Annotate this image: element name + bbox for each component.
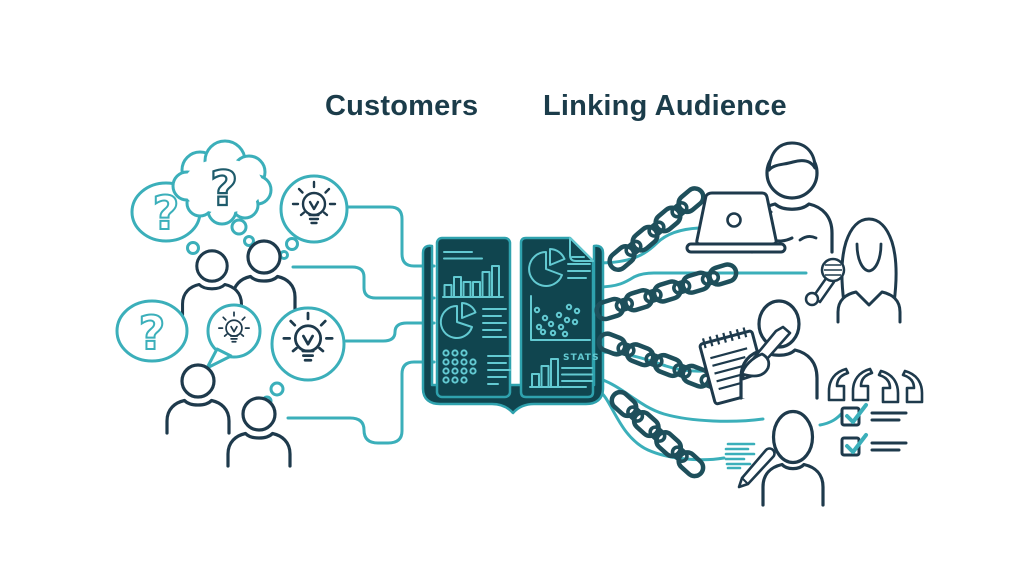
customers-title: Customers xyxy=(325,90,479,122)
note-lines xyxy=(710,347,753,391)
page-fold-corner xyxy=(569,237,594,262)
hair xyxy=(767,141,817,172)
text-lines-icon xyxy=(724,442,756,470)
customer-person-icon xyxy=(165,363,231,435)
chain-link-icon xyxy=(608,389,706,480)
open-report-book-icon: STATS xyxy=(421,236,605,415)
thought-cloud-question-icon: ? xyxy=(171,139,273,247)
check-mark xyxy=(845,433,868,454)
hand xyxy=(798,235,818,242)
hand xyxy=(740,352,771,378)
customer-connector-lines xyxy=(286,205,436,445)
hand xyxy=(804,291,820,307)
shoulders xyxy=(836,290,902,324)
reporter-microphone-icon xyxy=(804,217,902,324)
pencil-icon xyxy=(737,447,776,489)
blogger-laptop-icon xyxy=(685,141,834,254)
chain-link-icon xyxy=(596,331,721,392)
customer-person-icon xyxy=(226,396,292,468)
bar-chart-glyph xyxy=(442,251,504,298)
svg-text:?: ? xyxy=(210,161,238,217)
pie-chart-glyph xyxy=(439,302,507,339)
shoulders xyxy=(761,462,825,507)
speech-bubble-lightbulb-icon xyxy=(205,303,262,370)
pie-chart-glyph xyxy=(528,248,591,287)
writer-person-icon xyxy=(724,409,825,507)
microphone-icon xyxy=(804,257,846,307)
hair xyxy=(840,217,898,305)
quotation-marks-icon xyxy=(827,367,924,404)
linking-audience-title: Linking Audience xyxy=(543,90,787,122)
face xyxy=(855,242,883,273)
lightbulb-bubble-icon xyxy=(279,174,349,260)
checklist-icon xyxy=(840,403,908,457)
dot-grid-glyph xyxy=(442,349,511,385)
stats-panel-glyph: STATS xyxy=(529,353,600,388)
question-bubble-icon: ? xyxy=(115,299,189,363)
svg-text:?: ? xyxy=(139,306,166,360)
check-mark xyxy=(845,403,868,424)
scatter-plot-glyph xyxy=(530,295,591,341)
lightbulb-bubble-icon xyxy=(261,306,346,407)
stats-label: STATS xyxy=(563,353,600,363)
pencil-tip xyxy=(741,477,749,485)
laptop-icon xyxy=(685,191,787,254)
journalist-notepad-icon xyxy=(698,299,819,406)
spiral-binding xyxy=(701,327,748,349)
